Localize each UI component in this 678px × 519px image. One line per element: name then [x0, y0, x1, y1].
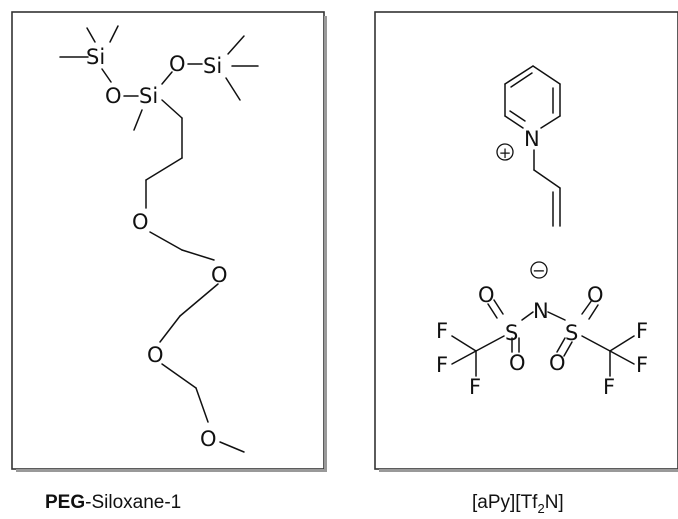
- atom-labels-right: N + − N S S O O O O F F F F F F: [436, 127, 648, 399]
- atom-o-1: O: [105, 84, 122, 108]
- bond: [504, 115, 524, 129]
- atom-f-3: F: [469, 375, 481, 399]
- atom-o-c: O: [587, 283, 604, 307]
- bond: [101, 68, 112, 83]
- atom-n-anion: N: [533, 299, 549, 323]
- bond: [581, 299, 593, 315]
- atom-si-1: Si: [86, 45, 105, 69]
- bond: [547, 311, 566, 321]
- bond: [86, 27, 96, 43]
- bond: [159, 315, 181, 343]
- bond: [227, 35, 245, 55]
- caption-left: PEG-Siloxane-1: [45, 492, 181, 513]
- atom-si-3: Si: [203, 54, 222, 78]
- caption-left-prefix: PEG: [45, 492, 85, 513]
- bond: [510, 72, 533, 88]
- atom-o-6: O: [200, 427, 217, 451]
- caption-right-subscript: 2: [537, 501, 544, 516]
- bond: [145, 157, 183, 181]
- bond: [532, 65, 561, 85]
- bond: [225, 77, 241, 101]
- atom-f-4: F: [636, 319, 648, 343]
- atom-si-2: Si: [139, 84, 158, 108]
- bond: [556, 337, 566, 353]
- bond: [493, 299, 504, 315]
- bond: [451, 350, 477, 365]
- bond: [509, 110, 526, 122]
- atom-f-1: F: [436, 319, 448, 343]
- atom-o-2: O: [169, 52, 186, 76]
- bond: [487, 303, 498, 319]
- bond: [133, 109, 143, 131]
- atom-o-5: O: [147, 343, 164, 367]
- bond: [161, 99, 183, 119]
- structure-tf2n-anion: [451, 261, 635, 377]
- bond: [563, 341, 573, 357]
- atom-f-6: F: [603, 375, 615, 399]
- bond: [533, 169, 561, 189]
- charge-circle-minus: [530, 261, 548, 279]
- atom-labels-left: Si O Si O Si O O O O: [86, 45, 228, 451]
- panel-peg-siloxane: Si O Si O Si O O O O: [11, 11, 327, 472]
- atom-f-5: F: [636, 353, 648, 377]
- atom-o-a: O: [478, 283, 495, 307]
- atom-f-2: F: [436, 353, 448, 377]
- caption-right: [aPy][Tf2N]: [472, 492, 564, 516]
- atom-s-2: S: [565, 321, 578, 345]
- panel-apy-tf2n: N + − N S S O O O O F F F F F F: [374, 11, 678, 472]
- atom-o-4: O: [211, 263, 228, 287]
- bond: [609, 350, 635, 365]
- caption-left-suffix: -Siloxane-1: [85, 492, 181, 513]
- bond: [195, 387, 209, 423]
- bond: [609, 335, 635, 352]
- structure-peg-siloxane: [59, 25, 259, 453]
- bond: [521, 311, 534, 321]
- panel-right-shadow-bottom: [379, 469, 678, 472]
- bond: [161, 363, 197, 389]
- bond: [475, 335, 505, 352]
- structure-allyl-pyridinium: [496, 65, 561, 227]
- bond: [181, 249, 215, 261]
- atom-n-cation: N: [524, 127, 540, 151]
- bond: [179, 283, 219, 317]
- bond: [451, 335, 477, 352]
- panel-left-shadow-bottom: [16, 469, 327, 472]
- atom-s-1: S: [505, 321, 518, 345]
- bond: [581, 335, 611, 352]
- atom-o-d: O: [549, 351, 566, 375]
- bond: [161, 71, 173, 85]
- charge-plus: +: [499, 144, 512, 162]
- atom-o-3: O: [132, 210, 149, 234]
- bond: [219, 441, 245, 453]
- caption-right-part2: N]: [545, 492, 564, 513]
- panel-left-shadow-right: [324, 16, 327, 471]
- charge-circle-plus: [496, 143, 514, 161]
- bond: [149, 231, 183, 251]
- panel-right-border: [374, 11, 678, 470]
- bond: [109, 25, 119, 43]
- bond: [504, 65, 534, 85]
- bond: [540, 115, 561, 129]
- panel-left-border: [11, 11, 325, 470]
- charge-minus: −: [532, 261, 545, 280]
- bond: [588, 304, 599, 320]
- atom-o-b: O: [509, 351, 526, 375]
- caption-right-part1: [aPy][Tf: [472, 492, 538, 513]
